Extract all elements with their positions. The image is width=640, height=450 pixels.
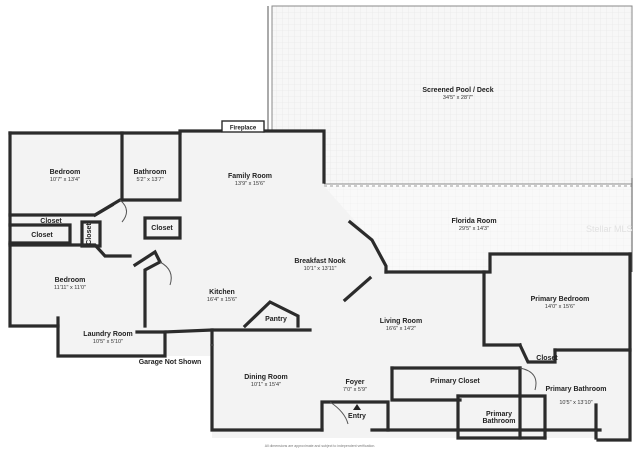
room-label-pool: Screened Pool / Deck 34'5" x 28'7" bbox=[422, 87, 493, 101]
door-swings bbox=[119, 199, 537, 425]
svg-text:Primary Bedroom: Primary Bedroom bbox=[531, 296, 590, 303]
svg-text:Dining Room: Dining Room bbox=[244, 374, 288, 381]
svg-text:Foyer: Foyer bbox=[345, 379, 364, 386]
svg-text:Living Room: Living Room bbox=[380, 318, 422, 325]
svg-text:Fireplace: Fireplace bbox=[230, 126, 257, 132]
room-label-primary-bath-right: Primary Bathroom 10'5" x 13'10" bbox=[545, 386, 606, 406]
pool-deck-area bbox=[267, 5, 633, 185]
fireplace: Fireplace bbox=[221, 120, 265, 133]
room-label-closet-d: Closet bbox=[151, 225, 173, 232]
room-label-primary-closet: Primary Closet bbox=[430, 378, 480, 385]
svg-text:Family Room: Family Room bbox=[228, 173, 272, 180]
svg-text:10'1" x 13'11": 10'1" x 13'11" bbox=[304, 266, 337, 272]
svg-text:Closet: Closet bbox=[151, 225, 173, 232]
svg-text:16'4" x 15'6": 16'4" x 15'6" bbox=[207, 297, 237, 303]
svg-text:Bedroom: Bedroom bbox=[55, 277, 86, 284]
room-label-kitchen: Kitchen 16'4" x 15'6" bbox=[207, 289, 237, 303]
svg-text:Closet: Closet bbox=[40, 218, 62, 225]
svg-text:Primary Closet: Primary Closet bbox=[430, 378, 480, 385]
svg-text:10'5" x 13'10": 10'5" x 13'10" bbox=[559, 400, 592, 406]
svg-text:10'5" x 5'10": 10'5" x 5'10" bbox=[93, 339, 123, 345]
svg-text:7'0" x 5'9": 7'0" x 5'9" bbox=[343, 387, 367, 393]
entry-arrow-icon bbox=[353, 404, 361, 410]
svg-text:16'6" x 14'2": 16'6" x 14'2" bbox=[386, 326, 416, 332]
svg-text:Bathroom: Bathroom bbox=[133, 169, 166, 176]
svg-text:Laundry Room: Laundry Room bbox=[83, 331, 132, 338]
svg-text:10'7" x 13'4": 10'7" x 13'4" bbox=[50, 177, 80, 183]
svg-text:34'5" x 28'7": 34'5" x 28'7" bbox=[443, 95, 473, 101]
svg-text:Closet: Closet bbox=[31, 232, 53, 239]
svg-text:13'9" x 15'6": 13'9" x 15'6" bbox=[235, 181, 265, 187]
svg-text:14'0" x 15'6": 14'0" x 15'6" bbox=[545, 304, 575, 310]
room-label-closet-a: Closet bbox=[40, 218, 62, 225]
svg-text:Primary Bathroom: Primary Bathroom bbox=[545, 386, 606, 393]
entry-label: Entry bbox=[348, 413, 366, 420]
svg-text:Breakfast Nook: Breakfast Nook bbox=[294, 258, 345, 265]
svg-text:Kitchen: Kitchen bbox=[209, 289, 235, 296]
svg-text:Primary: Primary bbox=[486, 411, 512, 418]
svg-text:Florida Room: Florida Room bbox=[451, 218, 496, 225]
room-label-closet-b: Closet bbox=[31, 232, 53, 239]
room-label-laundry: Laundry Room 10'5" x 5'10" bbox=[83, 331, 132, 345]
svg-text:Screened Pool / Deck: Screened Pool / Deck bbox=[422, 87, 493, 94]
svg-text:Closet: Closet bbox=[86, 223, 93, 245]
svg-text:Bathroom: Bathroom bbox=[482, 418, 515, 425]
room-label-living: Living Room 16'6" x 14'2" bbox=[380, 318, 422, 332]
svg-text:5'2" x 13'7": 5'2" x 13'7" bbox=[136, 177, 163, 183]
room-label-breakfast: Breakfast Nook 10'1" x 13'11" bbox=[294, 258, 345, 272]
room-label-bedroom-2: Bedroom 11'11" x 11'0" bbox=[54, 277, 86, 291]
svg-text:29'5" x 14'3": 29'5" x 14'3" bbox=[459, 226, 489, 232]
walls bbox=[8, 129, 632, 442]
room-label-foyer: Foyer 7'0" x 5'9" bbox=[343, 379, 367, 393]
svg-text:Closet: Closet bbox=[536, 355, 558, 362]
room-label-pantry: Pantry bbox=[265, 316, 287, 323]
svg-text:10'1" x 15'4": 10'1" x 15'4" bbox=[251, 382, 281, 388]
room-label-primary-bath-left: Primary Bathroom bbox=[482, 411, 515, 425]
room-label-primary-bedroom: Primary Bedroom 14'0" x 15'6" bbox=[531, 296, 590, 310]
room-label-family: Family Room 13'9" x 15'6" bbox=[228, 173, 272, 187]
footer-note: All dimensions are approximate and subje… bbox=[265, 444, 376, 448]
svg-text:11'11" x 11'0": 11'11" x 11'0" bbox=[54, 285, 86, 291]
house-floor bbox=[10, 131, 630, 440]
room-label-dining: Dining Room 10'1" x 15'4" bbox=[244, 374, 288, 388]
svg-text:Pantry: Pantry bbox=[265, 316, 287, 323]
garage-note: Garage Not Shown bbox=[139, 359, 202, 366]
room-label-closet-c: Closet bbox=[86, 223, 93, 245]
room-label-bedroom-1: Bedroom 10'7" x 13'4" bbox=[50, 169, 81, 183]
room-label-florida: Florida Room 29'5" x 14'3" bbox=[451, 218, 496, 232]
watermark: Stellar MLS bbox=[586, 224, 633, 234]
svg-text:Bedroom: Bedroom bbox=[50, 169, 81, 176]
room-label-bathroom: Bathroom 5'2" x 13'7" bbox=[133, 169, 166, 183]
room-label-closet-e: Closet bbox=[536, 355, 558, 362]
